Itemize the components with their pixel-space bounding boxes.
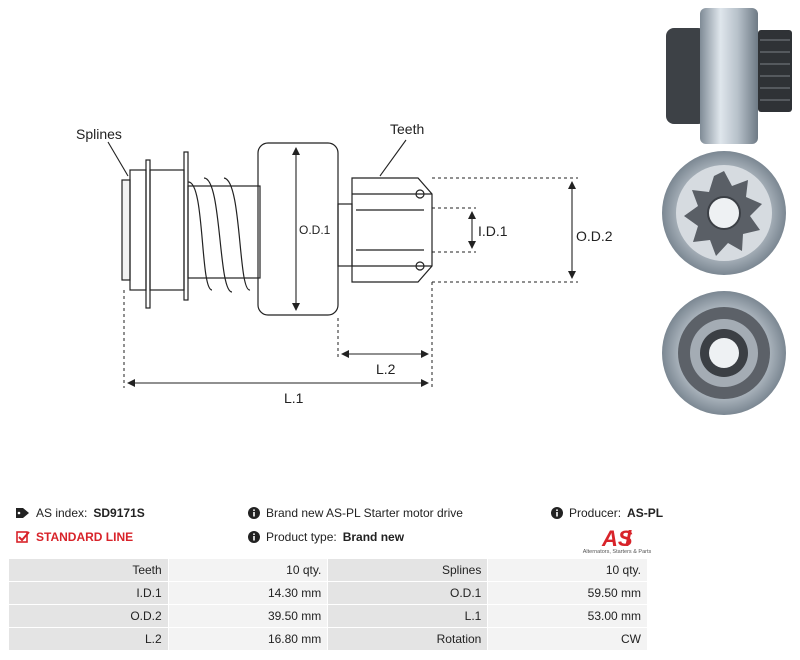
table-row: O.D.2 39.50 mm L.1 53.00 mm [8, 604, 648, 628]
table-row: Teeth 10 qty. Splines 10 qty. [8, 558, 648, 582]
standard-line-badge: STANDARD LINE [16, 530, 133, 544]
table-row: L.2 16.80 mm Rotation CW [8, 627, 648, 651]
photo-front-view [662, 151, 786, 275]
spline-flange [121, 179, 131, 281]
product-photos [662, 8, 792, 415]
spring-body [187, 185, 261, 279]
label-od2: O.D.2 [576, 228, 613, 244]
as-index: AS index: SD9171S [16, 506, 145, 520]
info-icon [248, 531, 260, 543]
label-id1: I.D.1 [478, 223, 508, 239]
product-type: Product type: Brand new [248, 530, 404, 544]
producer: Producer: AS-PL [551, 506, 663, 520]
photo-rear-view [662, 291, 786, 415]
checkbox-checked-icon [16, 530, 30, 544]
tag-icon [16, 507, 30, 519]
info-icon [248, 507, 260, 519]
label-od1: O.D.1 [299, 223, 331, 237]
technical-drawing: Splines Teeth O.D.1 I.D.1 O.D.2 L.2 L.1 [76, 121, 613, 406]
label-l1: L.1 [284, 390, 304, 406]
product-info: AS index: SD9171S STANDARD LINE Brand ne… [0, 498, 800, 558]
table-row: I.D.1 14.30 mm O.D.1 59.50 mm [8, 581, 648, 605]
label-teeth: Teeth [390, 121, 424, 137]
as-pl-logo: AS Alternators, Starters & Parts [582, 526, 652, 555]
photo-side-view [666, 8, 792, 144]
label-splines: Splines [76, 126, 122, 142]
product-description: Brand new AS-PL Starter motor drive [248, 506, 463, 520]
label-l2: L.2 [376, 361, 396, 377]
as-index-value: SD9171S [93, 506, 145, 520]
spec-table: Teeth 10 qty. Splines 10 qty. I.D.1 14.3… [8, 558, 648, 651]
info-icon [551, 507, 563, 519]
